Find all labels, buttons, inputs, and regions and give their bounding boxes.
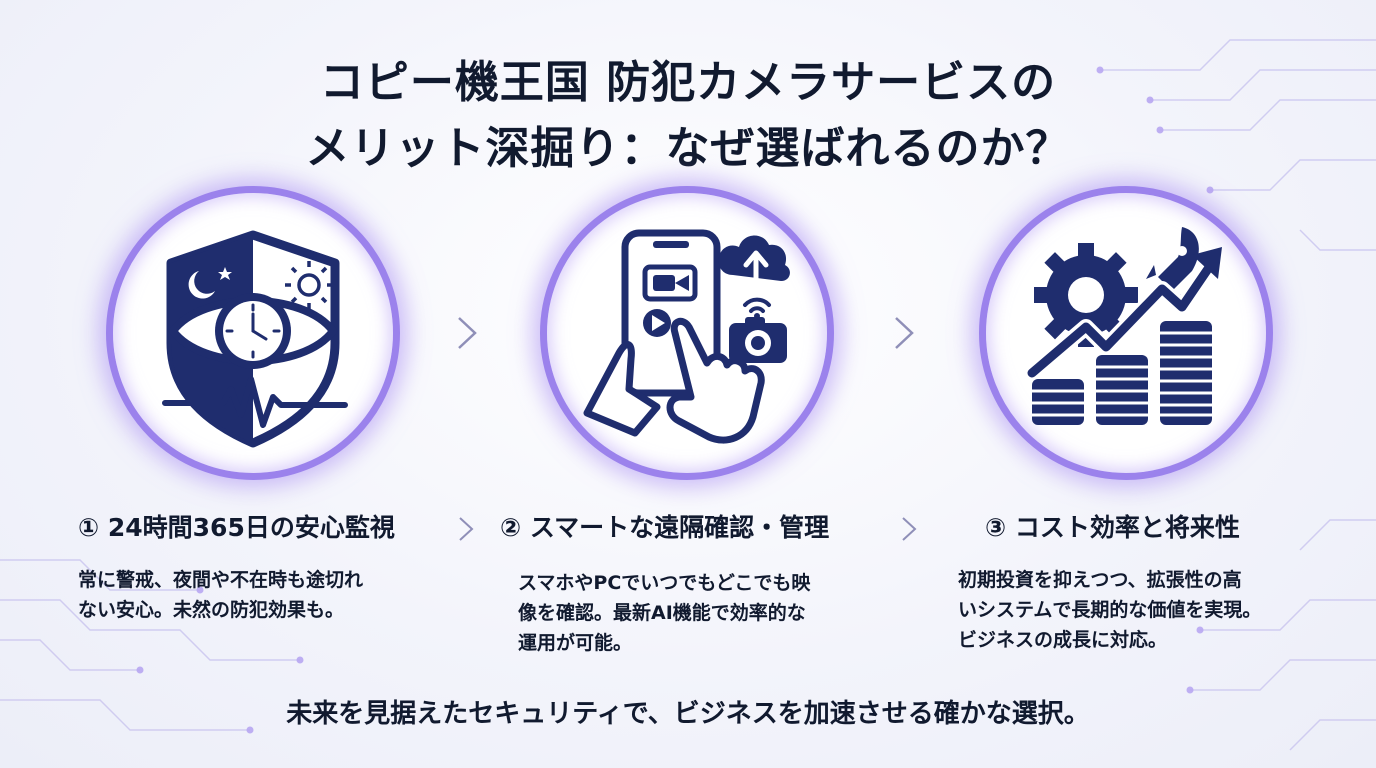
chevron-right-icon [895,317,914,349]
feature-2-description-line-2: 像を確認。最新AI機能で効率的な [518,602,806,624]
feature-3-description-line-1: 初期投資を抑えつつ、拡張性の高 [958,569,1242,591]
feature-3-description-line-3: ビジネスの成長に対応。 [958,629,1168,651]
shield-eye-clock-icon [162,230,348,448]
feature-2-heading: ② スマートな遠隔確認・管理 [500,513,830,542]
page-title-line-2: メリット深掘り：なぜ選ばれるのか？ [305,123,1071,174]
feature-2-icon-circle [540,186,834,480]
feature-1-description-line-2: ない安心。未然の防犯効果も。 [78,599,345,621]
chevron-right-icon [459,517,474,541]
page-title: コピー機王国 防犯カメラサービスの メリット深掘り：なぜ選ばれるのか？ [0,50,1376,182]
feature-1-icon-circle [106,186,400,480]
page-title-line-1: コピー機王国 防犯カメラサービスの [319,57,1057,108]
smartphone-camera-cloud-icon [583,229,790,444]
feature-2-description-line-3: 運用が可能。 [518,632,633,654]
feature-2-description: スマホやPCでいつでもどこでも映 像を確認。最新AI機能で効率的な 運用が可能。 [518,568,810,658]
feature-3-description: 初期投資を抑えつつ、拡張性の高 いシステムで長期的な価値を実現。 ビジネスの成長… [958,565,1261,655]
feature-3-icon-circle [979,186,1273,480]
chevron-right-icon [902,517,917,541]
feature-1-description-line-1: 常に警戒、夜間や不在時も途切れ [78,569,364,591]
chevron-right-icon [458,317,477,349]
feature-1-description: 常に警戒、夜間や不在時も途切れ ない安心。未然の防犯効果も。 [78,565,363,625]
feature-3-heading: ③ コスト効率と将来性 [985,513,1240,542]
gear-rocket-growth-coins-icon [1026,227,1222,425]
feature-2-description-line-1: スマホやPCでいつでもどこでも映 [518,572,811,594]
feature-3-description-line-2: いシステムで長期的な価値を実現。 [958,599,1262,621]
tagline: 未来を見据えたセキュリティで、ビジネスを加速させる確かな選択。 [286,699,1090,729]
feature-1-heading: ① 24時間365日の安心監視 [78,513,395,542]
